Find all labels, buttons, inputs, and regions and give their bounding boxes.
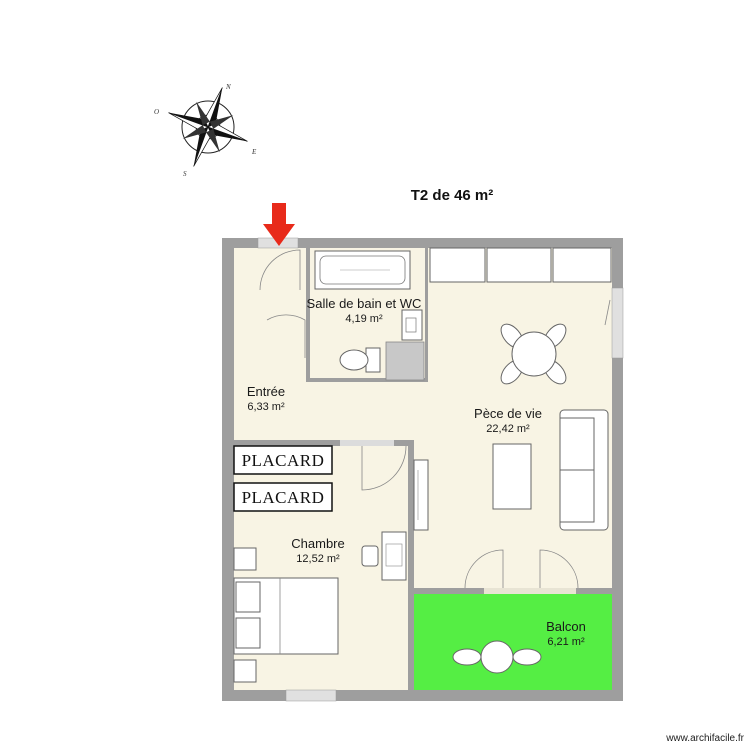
footer-watermark: www.archifacile.fr: [665, 733, 744, 744]
room-name: Entrée: [247, 384, 285, 399]
room-area: 12,52 m²: [296, 553, 340, 565]
room-label-balcon: Balcon 6,21 m²: [546, 619, 586, 648]
sofa: [559, 409, 609, 531]
room-name: Balcon: [546, 619, 586, 634]
wardrobe-unit: [413, 459, 429, 531]
compass-south-label: S: [183, 170, 187, 178]
room-label-salle-de-bain: Salle de bain et WC 4,19 m²: [307, 296, 422, 325]
dining-table: [500, 323, 567, 385]
room-name: Chambre: [291, 536, 344, 551]
balcony-area: [414, 594, 612, 690]
bed: [233, 547, 339, 683]
kitchen-cabinets: [429, 247, 612, 283]
placard-1: PLACARD: [233, 445, 333, 475]
coffee-table: [492, 443, 532, 510]
desk-chair: [361, 545, 379, 567]
compass-rose: N E S O: [154, 83, 257, 178]
door-swings: [259, 249, 611, 589]
room-name: Salle de bain et WC: [307, 296, 422, 311]
room-label-entree: Entrée 6,33 m²: [247, 384, 285, 413]
toilet: [339, 347, 381, 373]
room-label-piece-de-vie: Pèce de vie 22,42 m²: [474, 406, 542, 435]
wall-balcony-top-right: [576, 588, 612, 594]
wall-balcony-left: [408, 588, 414, 690]
bathroom-sink: [401, 309, 423, 341]
placard-2-label: PLACARD: [242, 488, 325, 507]
compass-north-label: N: [225, 83, 231, 91]
placard-2: PLACARD: [233, 482, 333, 512]
interior-walls: [234, 248, 428, 588]
plan-title: T2 de 46 m²: [411, 187, 494, 204]
balcony-table: [452, 640, 542, 674]
wall-balcony-top: [408, 588, 484, 594]
shower-tray: [385, 341, 425, 381]
bathtub: [314, 250, 411, 290]
room-name: Pèce de vie: [474, 406, 542, 421]
room-label-chambre: Chambre 12,52 m²: [291, 536, 344, 565]
wall-balcony-gap: [484, 588, 576, 594]
room-area: 22,42 m²: [486, 423, 530, 435]
desk: [381, 531, 407, 581]
room-area: 6,33 m²: [247, 401, 285, 413]
bedroom-door-gap: [340, 440, 394, 446]
compass-west-label: O: [154, 108, 159, 116]
room-area: 4,19 m²: [345, 313, 383, 325]
entry-arrow: [263, 203, 295, 246]
compass-east-label: E: [251, 148, 257, 156]
room-area: 6,21 m²: [547, 636, 585, 648]
placard-1-label: PLACARD: [242, 451, 325, 470]
